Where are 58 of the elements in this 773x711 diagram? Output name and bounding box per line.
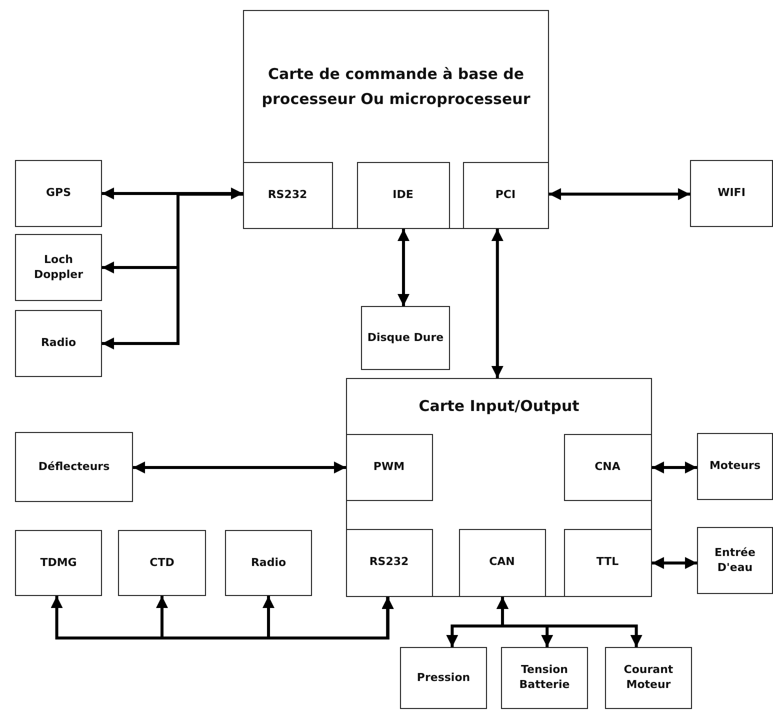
module-label: Courant Moteur	[622, 663, 674, 693]
module-label: Disque Dure	[366, 330, 445, 346]
module-box	[690, 160, 773, 227]
module-box	[605, 647, 692, 709]
module-box	[225, 530, 312, 596]
arrow	[496, 597, 642, 647]
board-title: Carte de commande à base de processeur Ou microprocesseur	[260, 64, 532, 110]
module-label: Tension Batterie	[518, 663, 571, 693]
module-label: Déflecteurs	[37, 460, 111, 474]
module-box	[564, 434, 652, 500]
arrow	[491, 229, 504, 378]
module-box	[462, 162, 548, 228]
arrow	[398, 229, 410, 306]
module-box	[697, 433, 773, 500]
board-title: Carte Input/Output	[418, 396, 580, 418]
module-box	[15, 310, 102, 377]
module-label: CAN	[488, 555, 516, 570]
module-box	[346, 528, 432, 596]
module-label: PCI	[494, 188, 517, 202]
module-box	[242, 162, 332, 228]
module-box	[400, 647, 487, 709]
arrow	[133, 462, 346, 474]
module-box	[15, 160, 102, 227]
arrow	[652, 462, 697, 474]
board-box	[243, 10, 549, 229]
module-box	[458, 528, 546, 596]
module-box	[361, 306, 450, 370]
arrow	[549, 188, 690, 200]
module-label: RS232	[266, 188, 308, 202]
module-box	[15, 530, 102, 596]
module-label: IDE	[392, 188, 414, 202]
module-label: Loch Doppler	[32, 252, 84, 282]
module-box	[564, 528, 652, 596]
module-box	[501, 647, 588, 709]
module-label: Moteurs	[708, 459, 762, 474]
module-label: Radio	[40, 336, 78, 351]
board-box	[346, 378, 652, 597]
module-label: Entrée D'eau	[714, 546, 756, 576]
module-label: WIFI	[716, 186, 746, 201]
module-label: Pression	[416, 670, 472, 686]
arrow	[652, 557, 697, 569]
module-label: TTL	[595, 555, 620, 570]
module-label: CTD	[148, 556, 176, 570]
module-label: RS232	[368, 555, 410, 570]
module-label: CNA	[594, 460, 622, 474]
module-label: TDMG	[39, 556, 78, 570]
module-label: PWM	[372, 460, 406, 474]
arrow	[102, 192, 243, 350]
module-box	[15, 432, 133, 502]
arrow	[102, 188, 243, 200]
module-label: Radio	[250, 556, 288, 570]
module-box	[697, 527, 773, 594]
module-label: GPS	[44, 186, 72, 201]
module-box	[118, 530, 206, 596]
module-box	[15, 234, 102, 301]
module-box	[346, 434, 432, 500]
arrow	[262, 596, 394, 640]
module-box	[356, 162, 450, 228]
